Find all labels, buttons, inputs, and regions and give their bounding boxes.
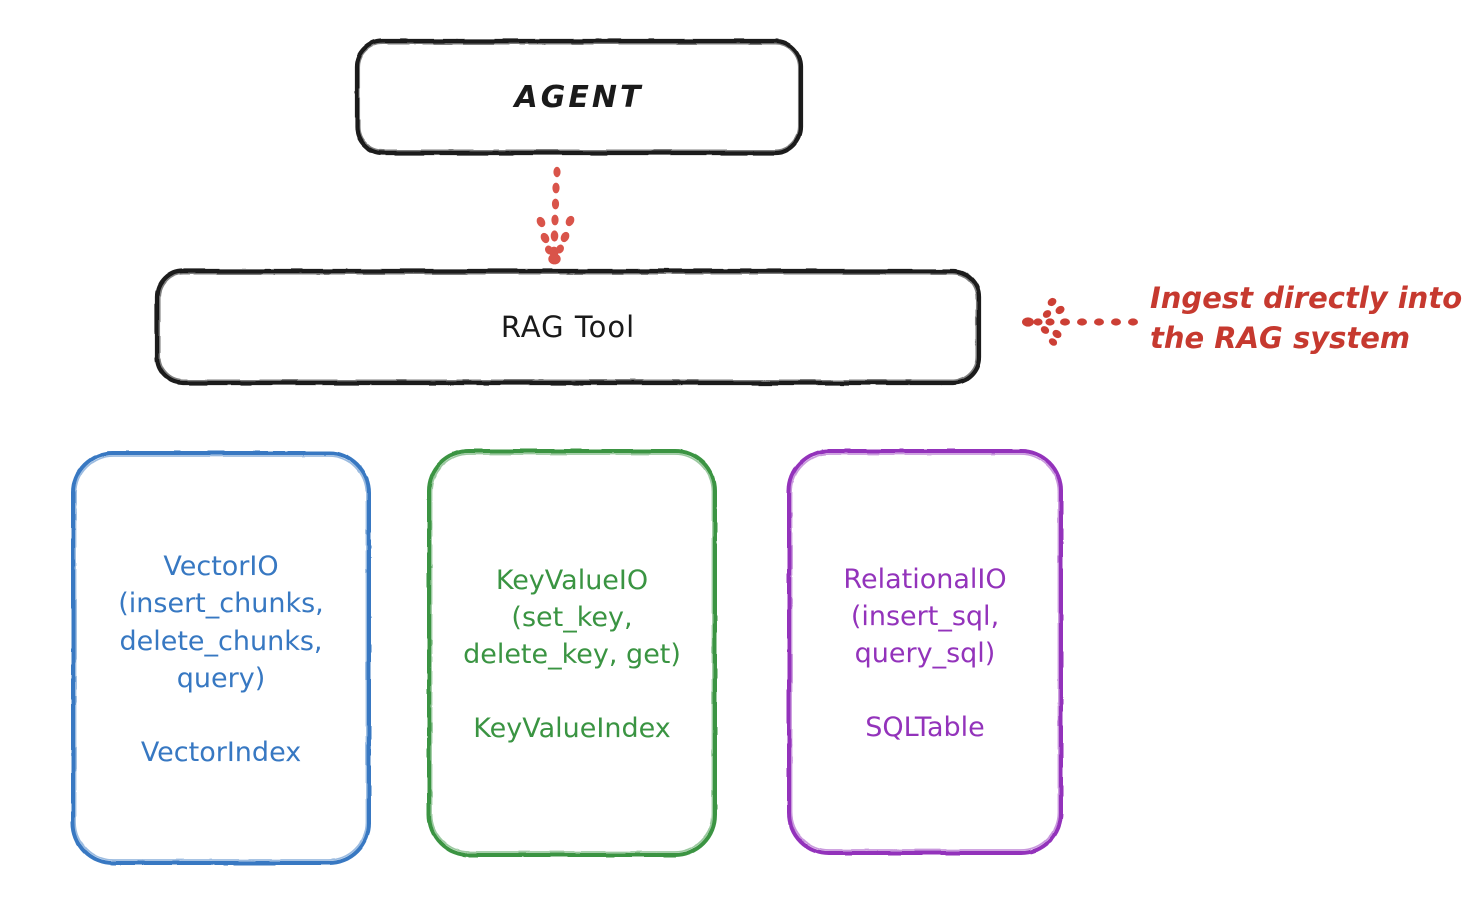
ingest-annotation-text: Ingest directly into the RAG system: [1150, 281, 1463, 356]
agent-label: AGENT: [514, 79, 644, 115]
ingest-to-rag-tool-arrow: [1022, 297, 1138, 346]
key-value-index-label: KeyValueIndex: [473, 713, 671, 745]
sql-table-label: SQLTable: [865, 712, 985, 744]
vector-io-node[interactable]: VectorIO (insert_chunks, delete_chunks, …: [72, 452, 370, 864]
vector-io-label: VectorIO (insert_chunks, delete_chunks, …: [118, 551, 324, 694]
vector-io-box-outline: [71, 451, 371, 865]
rag-tool-box-outline: [154, 268, 982, 386]
relational-io-label: RelationalIO (insert_sql, query_sql): [843, 563, 1007, 670]
vector-index-label: VectorIndex: [140, 737, 302, 768]
relational-io-node[interactable]: RelationalIO (insert_sql, query_sql) SQL…: [788, 450, 1062, 854]
agent-node[interactable]: AGENT: [356, 40, 802, 154]
relational-io-box-outline: [787, 449, 1063, 855]
key-value-io-box-outline: [427, 449, 717, 857]
rag-tool-label: RAG Tool: [500, 310, 636, 344]
agent-box-outline: [354, 38, 804, 156]
agent-to-rag-tool-arrow: [536, 166, 575, 265]
key-value-io-label: KeyValueIO (set_key, delete_key, get): [463, 564, 681, 671]
rag-tool-node[interactable]: RAG Tool: [156, 270, 980, 384]
key-value-io-node[interactable]: KeyValueIO (set_key, delete_key, get) Ke…: [428, 450, 716, 856]
